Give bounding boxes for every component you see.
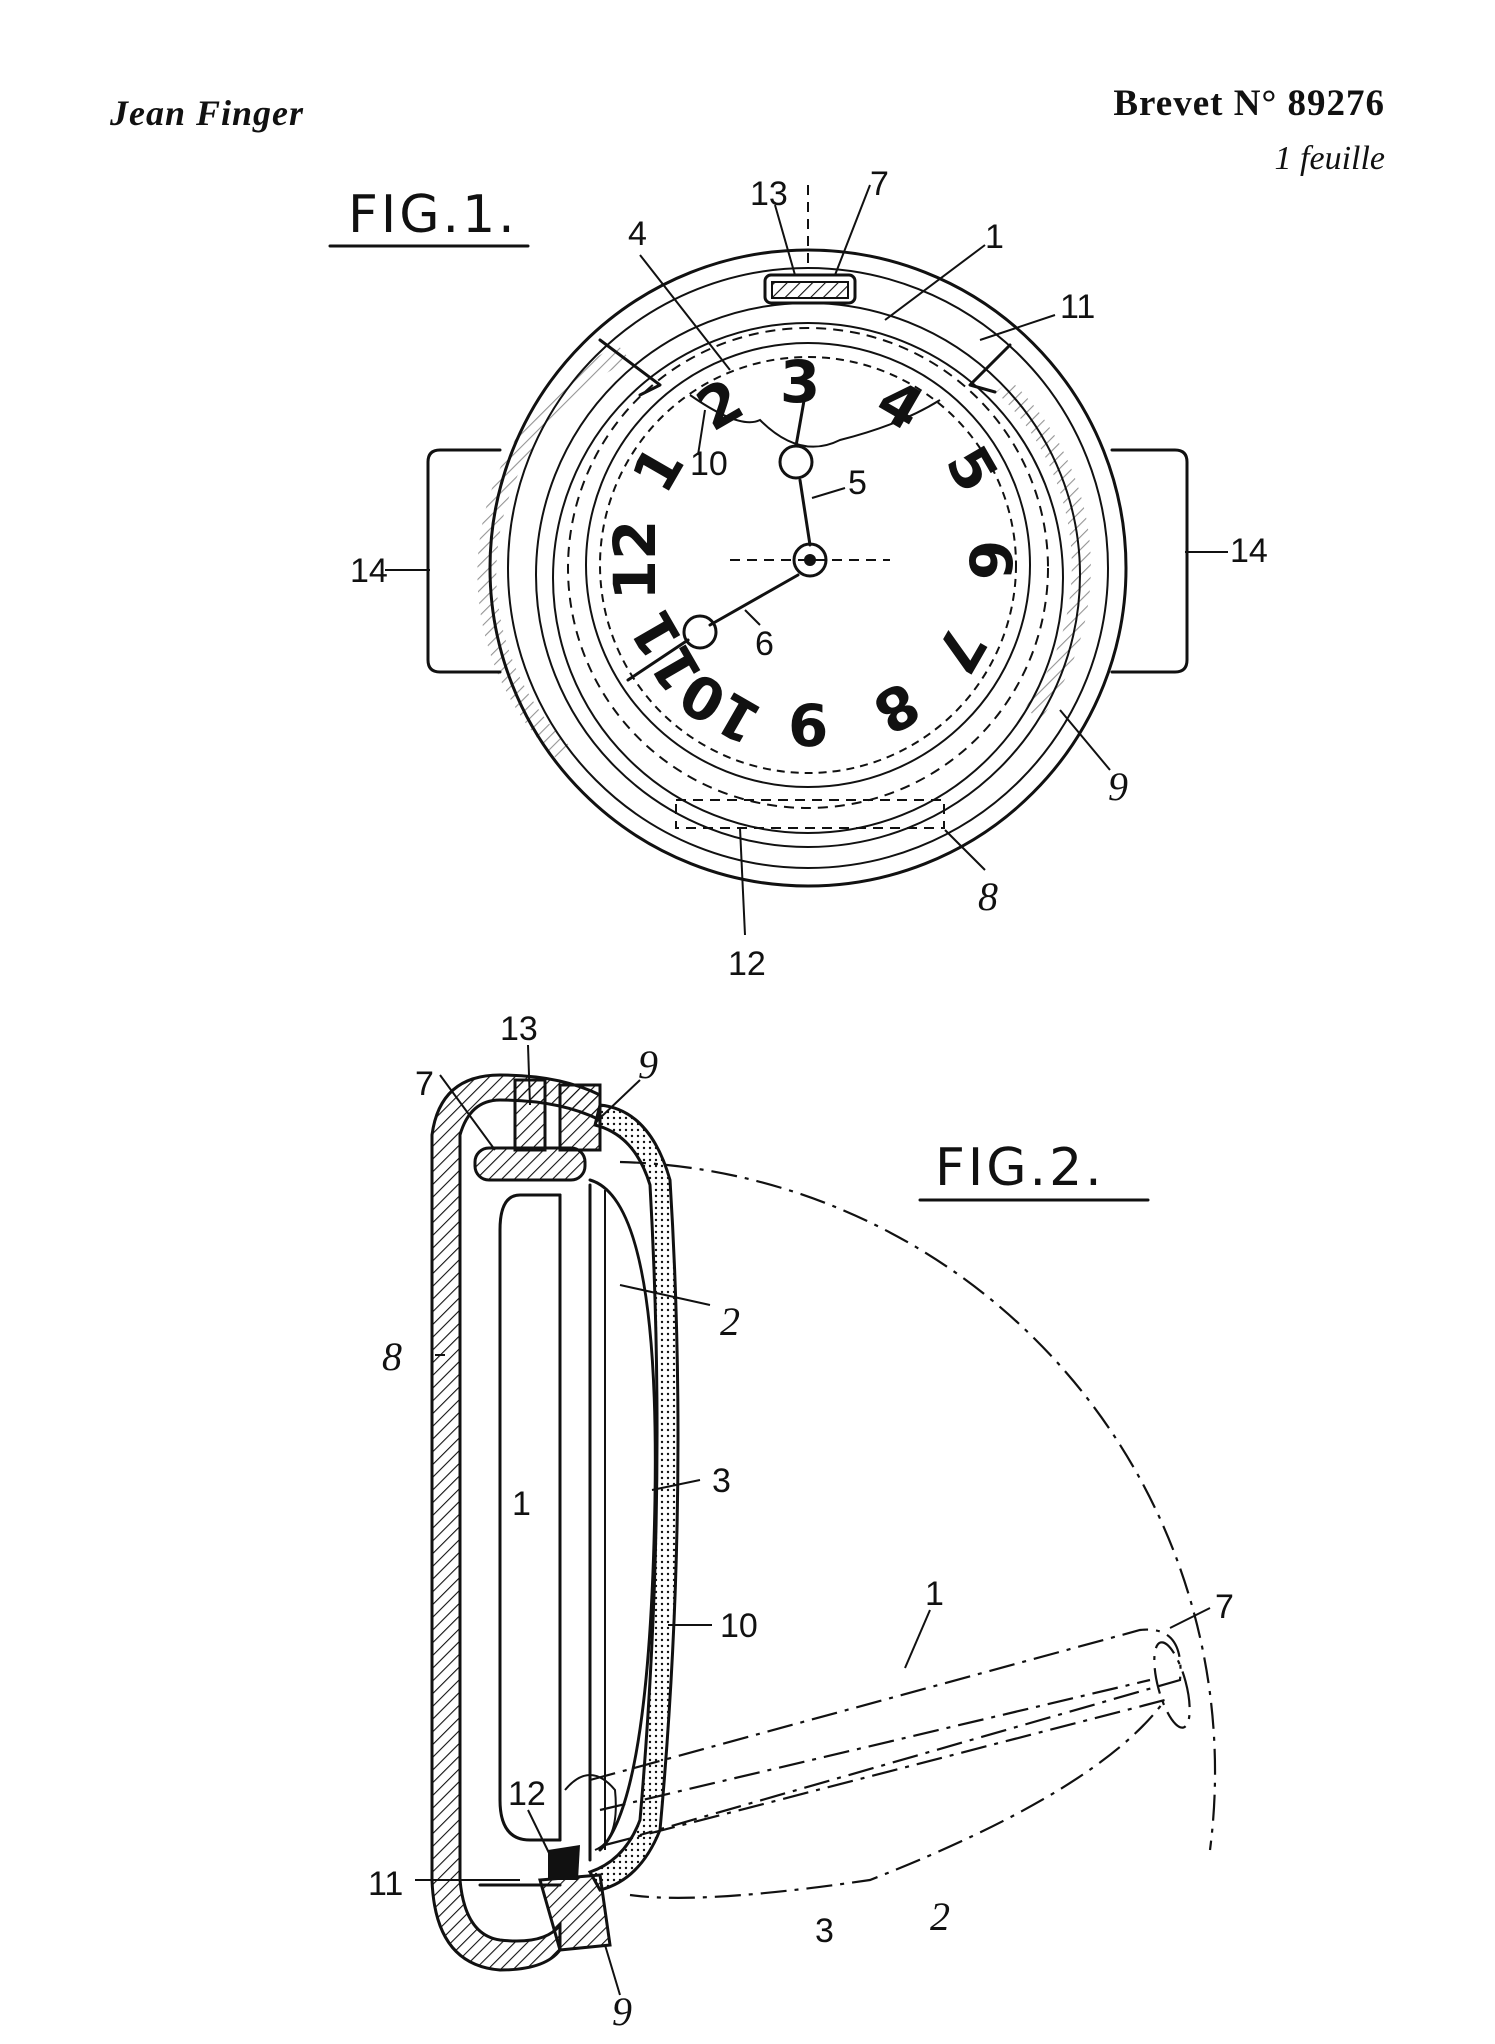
fig1-ref-8: 8	[978, 874, 998, 919]
opened-position	[564, 1628, 1191, 1899]
watch-body-1	[498, 1193, 562, 1842]
figure-1: FIG.1.	[328, 165, 1268, 983]
sub-pivot-lower	[682, 614, 718, 650]
fig2-ref-3: 3	[712, 1462, 731, 1500]
fig1-ref-14-right: 14	[1230, 532, 1268, 570]
sheet-count: 1 feuille	[1274, 140, 1385, 177]
numeral-8: 8	[862, 668, 931, 747]
numeral-3: 3	[780, 348, 820, 416]
numeral-12: 12	[601, 520, 669, 601]
dial-minute-track	[599, 356, 1017, 774]
fig2-ref-7: 7	[415, 1065, 434, 1103]
fig2-ref-10: 10	[720, 1607, 758, 1645]
numeral-5: 5	[932, 435, 1011, 504]
fig2-ref-1-open: 1	[925, 1575, 944, 1613]
sub-pivot-upper	[778, 444, 814, 480]
cover-10	[587, 1103, 680, 1892]
open-crown-7	[1153, 1641, 1191, 1729]
fig1-leaders	[385, 184, 1228, 936]
dial-break-line	[689, 394, 941, 448]
cutaway-break-right	[968, 343, 1012, 394]
fig1-ref-14-left: 14	[350, 552, 388, 590]
open-crystal-3	[604, 1698, 1168, 1899]
top-clip-9	[558, 1083, 602, 1152]
opening-arc	[619, 1160, 1217, 1851]
fig2-leaders	[415, 1044, 1211, 1996]
numeral-1: 1	[619, 435, 698, 504]
fig2-ref-12: 12	[508, 1775, 546, 1813]
fig1-references: 13 7 1 4 11 10 5 14 14 6 9 8 12	[350, 165, 1268, 983]
numeral-9: 9	[788, 690, 828, 758]
upper-hand-tip	[794, 393, 807, 448]
fig2-ref-3-open: 3	[815, 1912, 834, 1950]
center-pin	[804, 554, 816, 566]
fig2-ref-7-open: 7	[1215, 1588, 1234, 1626]
fig1-ref-6: 6	[755, 625, 774, 663]
case-ring-2	[507, 267, 1109, 869]
fig1-ref-7: 7	[870, 165, 889, 203]
fig2-label: FIG.2.	[935, 1138, 1105, 1198]
inventor-name: Jean Finger	[110, 93, 305, 133]
dial-outer	[585, 342, 1031, 788]
crown-7	[473, 1146, 587, 1182]
fig2-ref-11: 11	[368, 1865, 403, 1903]
fig2-references: 13 7 9 2 8 3 1 10 1 7 12 11 2 3 9	[368, 1010, 1234, 2034]
crown-housing	[763, 273, 857, 305]
fig2-ref-9-top: 9	[638, 1042, 658, 1087]
bezel-shading-left	[477, 345, 630, 760]
patent-number: Brevet N° 89276	[1113, 83, 1385, 124]
right-strap-lug	[1110, 448, 1189, 674]
fig2-ref-8: 8	[382, 1334, 402, 1379]
bottom-clip-9	[538, 1873, 612, 1952]
fig2-ref-9-bottom: 9	[612, 1989, 632, 2034]
fig1-ref-5: 5	[848, 464, 867, 502]
fig1-ref-11: 11	[1060, 288, 1095, 326]
numeral-6: 6	[956, 540, 1024, 580]
left-strap-lug	[426, 448, 502, 674]
fig1-ref-1: 1	[985, 218, 1004, 256]
fig2-ref-2-open: 2	[930, 1894, 950, 1939]
fig1-label: FIG.1.	[348, 185, 518, 245]
bezel-shading-right	[996, 380, 1091, 720]
fig1-ref-9: 9	[1108, 764, 1128, 809]
crystal-3	[588, 1178, 657, 1852]
hidden-outline	[567, 327, 1049, 809]
crown-knurl	[771, 281, 849, 299]
dial-numerals: 3 4 5 6 7 8 9 10 11 12 1 2	[601, 348, 1024, 758]
numeral-7: 7	[920, 616, 999, 685]
figure-2: FIG.2.	[368, 1010, 1234, 2034]
fig1-ref-10: 10	[690, 445, 728, 483]
fig1-ref-4: 4	[628, 215, 647, 253]
fig2-ref-13: 13	[500, 1010, 538, 1048]
hidden-latch-12	[675, 799, 945, 829]
fig1-ref-12: 12	[728, 945, 766, 983]
numeral-2: 2	[686, 365, 755, 444]
hand-6	[708, 573, 800, 627]
fig1-ref-13: 13	[750, 175, 788, 213]
latch-12	[548, 1845, 580, 1880]
fig2-ref-1: 1	[512, 1485, 531, 1523]
numeral-4: 4	[866, 365, 935, 444]
bezel-ring	[552, 322, 1064, 834]
hand-5	[798, 478, 812, 547]
open-body-1	[589, 1628, 1182, 1837]
lower-hand-tip	[626, 638, 690, 682]
fig2-ref-2: 2	[720, 1299, 740, 1344]
